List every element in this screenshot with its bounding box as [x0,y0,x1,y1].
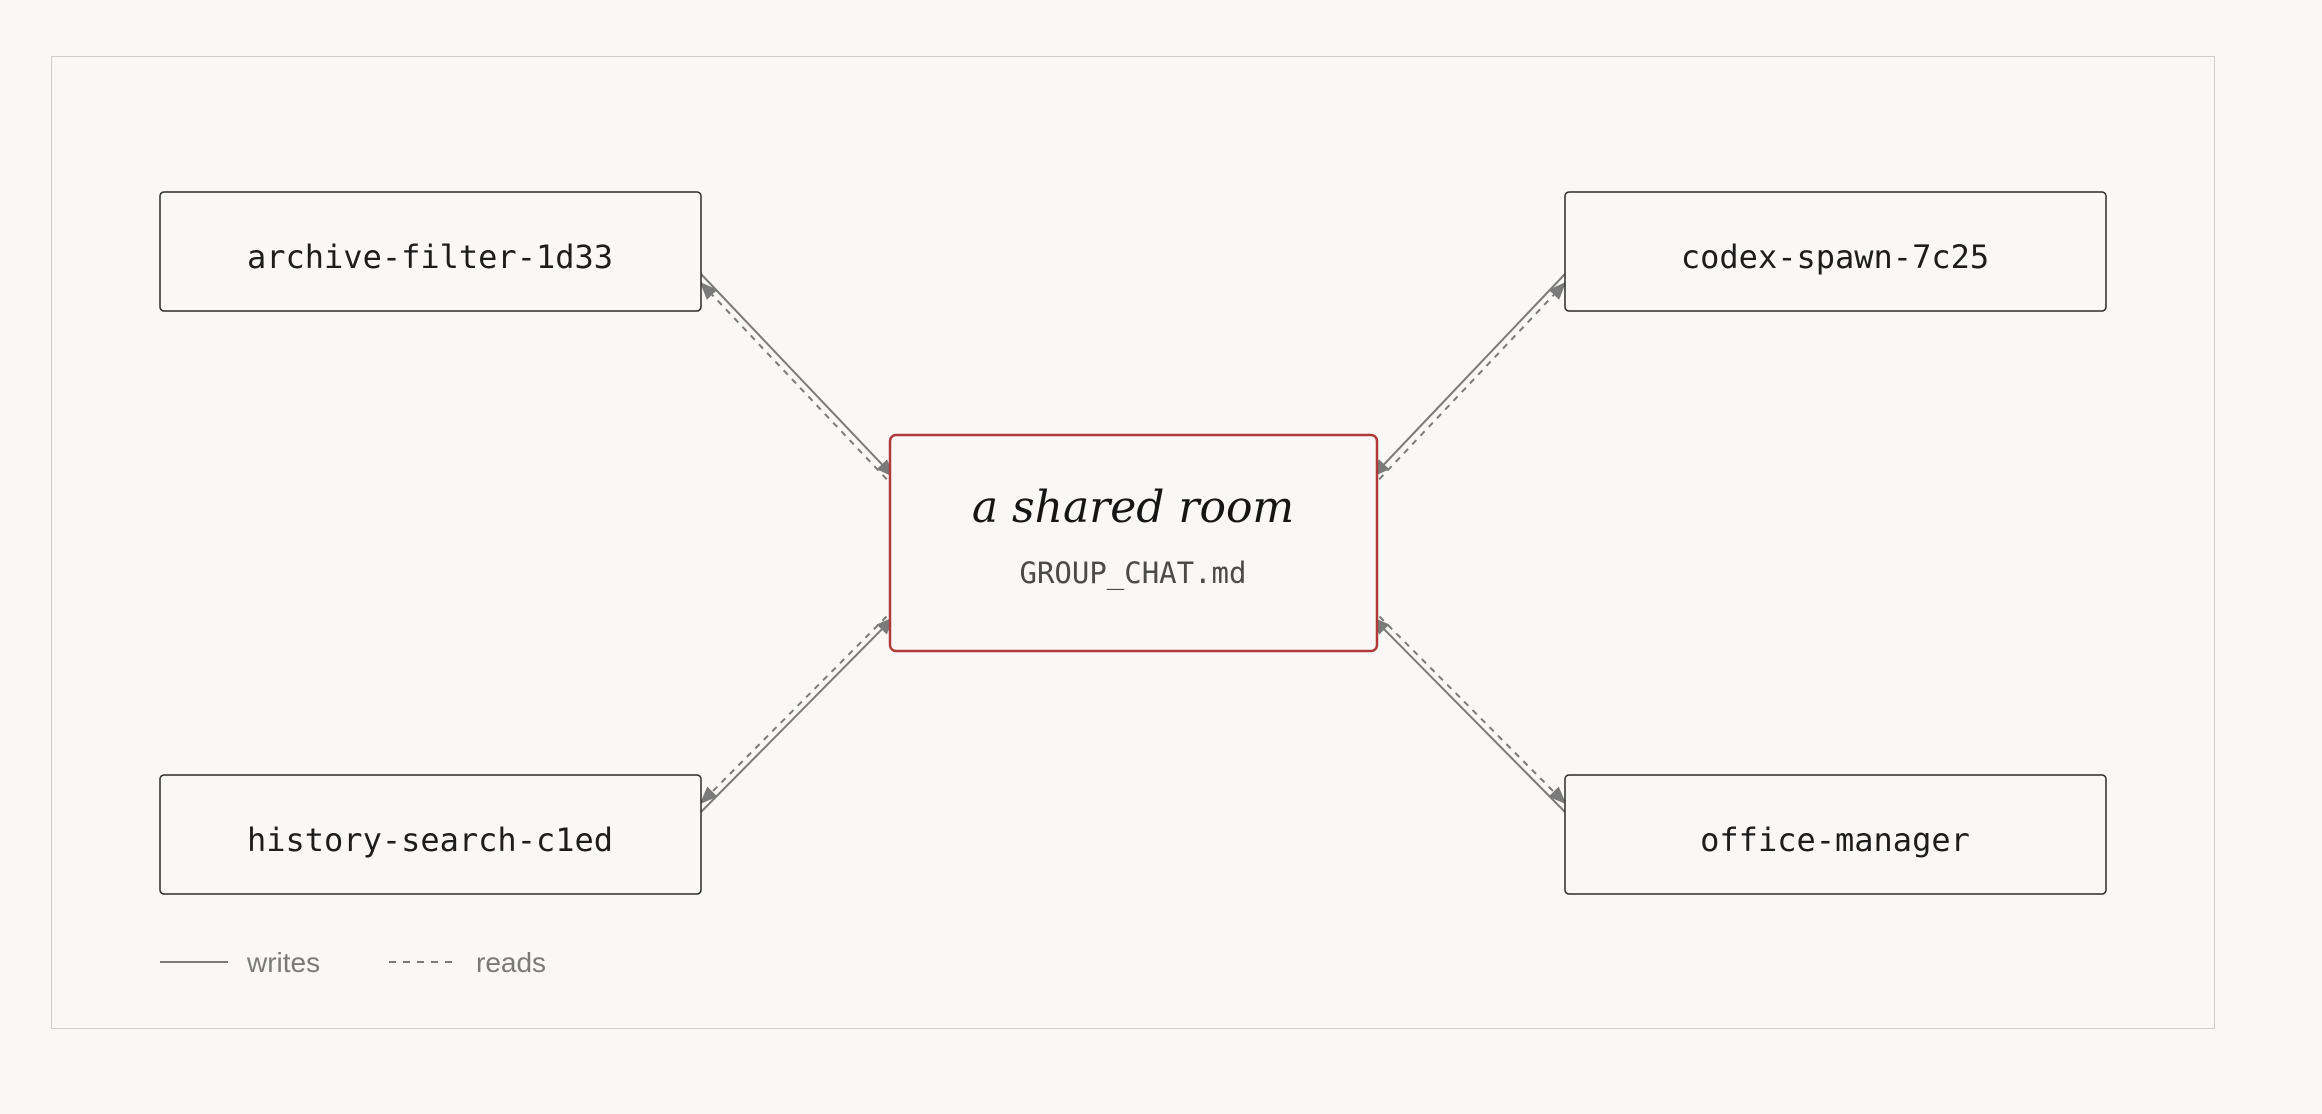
hub-title: a shared room [972,482,1294,533]
diagram-frame [51,56,2215,1029]
write-edge-history-search [700,616,895,813]
agent-box [1564,774,2107,895]
hub-node[interactable]: a shared room GROUP_CHAT.md [888,433,1379,653]
agent-node-office-manager[interactable]: office-manager [1564,774,2107,895]
agent-label: history-search-c1ed [247,821,613,859]
agent-box [159,774,702,895]
read-edge-archive-filter [699,281,896,489]
agent-label: office-manager [1700,821,1970,859]
agent-label: archive-filter-1d33 [247,238,613,276]
legend: writes reads [160,947,546,978]
agent-box [159,191,702,312]
read-edge-office-manager [1370,607,1567,805]
legend-writes-label: writes [246,947,320,978]
edges-layer [699,273,1567,813]
write-edge-office-manager [1371,616,1566,813]
read-edge-history-search [699,607,896,805]
agent-node-archive-filter[interactable]: archive-filter-1d33 [159,191,702,312]
hub-box [888,433,1379,653]
hub-file-name: GROUP_CHAT.md [1020,556,1247,591]
write-edge-archive-filter [700,273,895,478]
agent-node-history-search[interactable]: history-search-c1ed [159,774,702,895]
agent-node-codex-spawn[interactable]: codex-spawn-7c25 [1564,191,2107,312]
write-edge-codex-spawn [1371,273,1566,478]
agent-box [1564,191,2107,312]
legend-reads-label: reads [476,947,546,978]
read-edge-codex-spawn [1370,281,1567,489]
agent-label: codex-spawn-7c25 [1681,238,1989,276]
